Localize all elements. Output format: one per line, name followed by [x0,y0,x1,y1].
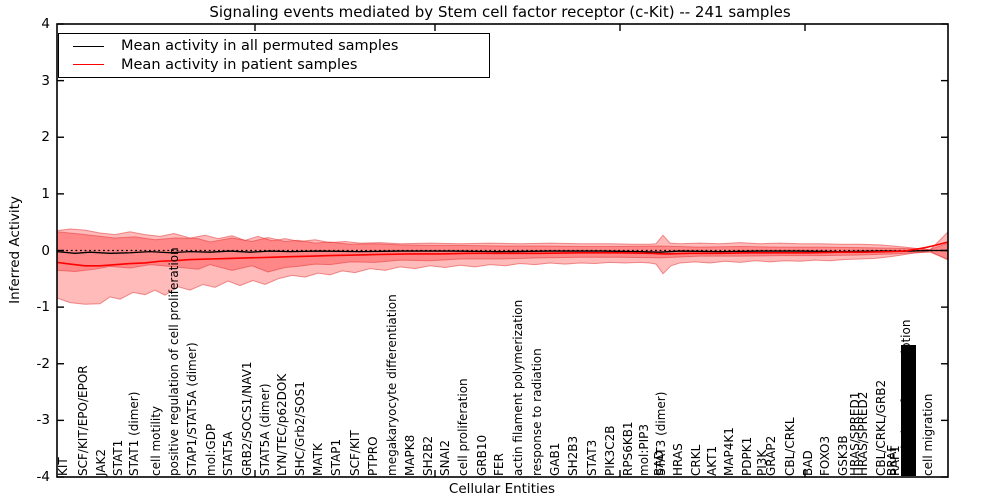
x-tick-label: SHC/Grb2/SOS1 [292,381,307,476]
x-tick-label: RPS6KB1 [620,421,635,476]
x-tick-label: SNAI2 [437,440,452,476]
x-tick-label: KIT [55,457,70,476]
red-line-swatch-icon [73,64,104,66]
y-tick-label: 1 [41,185,50,202]
y-tick-label: 0 [41,242,50,259]
black-line-swatch-icon [73,45,104,47]
overlapping-labels-blob [901,345,916,476]
y-tick-label: -3 [36,412,50,429]
x-tick-label: MAPK8 [402,434,417,476]
x-tick-label: HRAS [670,443,685,476]
y-tick-label: -1 [36,299,50,316]
x-tick-label: PDPK1 [739,436,754,476]
y-tick-label: 3 [41,72,50,89]
x-tick-label: GRB2/SOCS1/NAV1 [239,361,254,476]
x-tick-label: cell motility [148,405,163,476]
x-tick-label: cell migration [920,393,935,476]
x-tick-label: SH2B3 [565,435,580,476]
x-tick-label: cell proliferation [455,378,470,476]
x-tick-label: MATK [310,443,325,476]
x-tick-label: LYN/TEC/p62DOK [274,373,289,476]
x-axis-label: Cellular Entities [448,481,556,497]
x-tick-label: SH2B2 [420,435,435,476]
x-tick-label: FOXO3 [817,435,832,476]
legend-label: Mean activity in patient samples [121,56,358,73]
y-tick-label: 2 [41,129,50,146]
x-tick-label: STAT5A [220,431,235,476]
x-tick-label: GRB10 [474,434,489,476]
legend: Mean activity in all permuted samples Me… [58,33,490,78]
x-tick-label: HRAS/SPRED2 [855,391,870,476]
x-tick-label: BAD [800,450,815,476]
x-tick-label: JAK2 [93,448,108,476]
x-tick-label: STAP1 [328,438,343,476]
x-tick-label: PIK3C2B [602,425,617,476]
x-tick-label: STAT1 [110,439,125,476]
x-tick-label: STAP1/STAT5A (dimer) [184,342,199,476]
x-tick-label: STAT3 (dimer) [653,391,668,476]
x-tick-label: CBL/CRKL [782,417,797,476]
x-tick-label: GAB1 [547,442,562,476]
x-tick-label: mol:PIP3 [636,423,651,476]
x-tick-label: SCF/KIT/EPO/EPOR [75,365,90,476]
legend-entry-permuted: Mean activity in all permuted samples [59,38,489,54]
x-tick-label: response to radiation [529,348,544,476]
x-tick-label: actin filament polymerization [510,299,525,476]
x-tick-label: STAT5A (dimer) [257,383,272,476]
x-tick-label: MAP4K1 [721,427,736,476]
legend-label: Mean activity in all permuted samples [121,38,399,55]
x-tick-label: megakaryocyte differentiation [384,294,399,476]
x-tick-label: mol:GDP [203,423,218,476]
x-tick-label: FER [491,453,506,476]
y-tick-label: 4 [41,16,50,32]
x-tick-label: AKT1 [704,445,719,476]
x-tick-label: STAT1 (dimer) [126,391,141,476]
legend-entry-patient: Mean activity in patient samples [59,57,489,73]
x-tick-label: SCF/KIT [347,430,362,476]
y-tick-label: -4 [36,469,50,485]
chart-title: Signaling events mediated by Stem cell f… [209,3,791,21]
x-tick-label: positive regulation of cell proliferatio… [166,247,181,476]
x-tick-label: STAT3 [584,439,599,476]
x-tick-label: CRKL [688,444,703,476]
x-tick-label: GRAP2 [763,435,778,476]
x-tick-label: PTPRO [365,436,380,476]
y-tick-label: -2 [36,355,50,372]
